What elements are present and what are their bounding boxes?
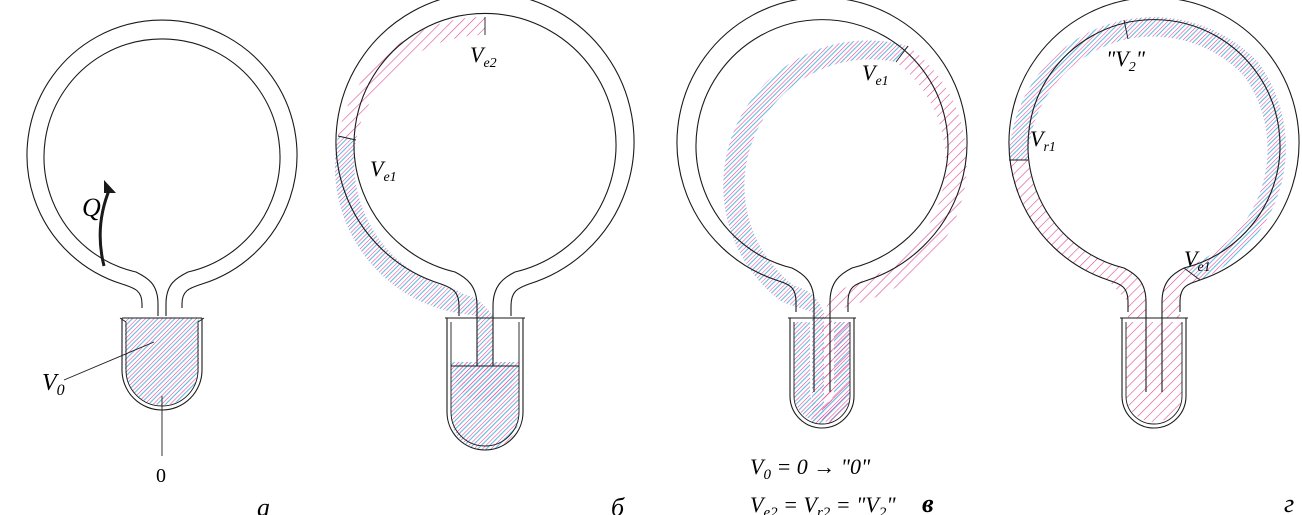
svg-text:Ve1: Ve1 xyxy=(370,156,397,185)
eq2-v2: V xyxy=(803,492,819,515)
fill-v0 xyxy=(125,318,199,405)
b-ve2-sub: e2 xyxy=(483,56,496,71)
d-v2-close: " xyxy=(1136,46,1146,71)
d-fill-vr1-top xyxy=(1009,20,1128,160)
eq2-eq2: = " xyxy=(830,492,866,515)
c-ve1-label: V xyxy=(862,60,878,85)
d-fill-u xyxy=(1126,322,1182,422)
eq2-close: " xyxy=(886,492,896,515)
b-tube-outer xyxy=(446,318,524,451)
panel-letter-a: а xyxy=(257,493,270,515)
eq2-sub2: r2 xyxy=(817,505,831,515)
panel-d: "V2" Vr1 Ve1 г xyxy=(1008,0,1300,515)
loop-outer-wall xyxy=(26,19,298,308)
d-fill-vr1 xyxy=(1009,160,1146,318)
v0-label: V xyxy=(42,370,59,396)
eq2-eq1: = xyxy=(778,492,804,515)
b-loop-inner xyxy=(353,12,617,366)
b-ve1-label: V xyxy=(370,156,386,181)
b-loop-outer xyxy=(335,0,635,316)
d-fill-right xyxy=(1184,62,1286,280)
c-fill-mixed xyxy=(723,40,908,424)
panel-a: Q V0 0 а xyxy=(26,19,298,515)
loop-inner-wall xyxy=(43,38,281,316)
d-v2-sub: 2 xyxy=(1129,60,1136,75)
b-ve1-sub: e1 xyxy=(383,170,396,185)
d-tube-inner xyxy=(1125,322,1183,425)
panel-letter-d: г xyxy=(1284,489,1294,515)
panel-letter-b: б xyxy=(611,493,625,515)
eq2-v3: V xyxy=(865,492,881,515)
v0-leader-line xyxy=(63,341,155,381)
c-fill-pink xyxy=(824,46,967,424)
eq1-rest: = 0 → "0" xyxy=(771,454,871,479)
d-tube-outer xyxy=(1121,318,1187,429)
tube-rim-right xyxy=(197,317,205,323)
panel-letter-c: в xyxy=(922,489,934,515)
svg-text:V0: V0 xyxy=(42,370,65,399)
d-boundary-right xyxy=(1183,267,1201,281)
v0-sub: 0 xyxy=(57,382,65,399)
zero-label: 0 xyxy=(156,465,166,487)
svg-text:Ve2: Ve2 xyxy=(470,42,497,71)
tube-rim-left xyxy=(119,317,127,323)
c-loop-outer xyxy=(676,0,968,312)
c-fill-u-right xyxy=(822,322,851,425)
panel-b: Ve2 Ve1 б xyxy=(334,0,635,515)
d-loop-outer xyxy=(1008,0,1300,312)
eq2-sub1: e2 xyxy=(763,505,778,515)
d-loop-inner xyxy=(1027,19,1281,392)
d-vr1-label: V xyxy=(1030,126,1046,151)
fill-ve2 xyxy=(338,16,485,140)
c-loop-inner xyxy=(695,19,949,392)
svg-text:Ve1: Ve1 xyxy=(1184,246,1211,275)
c-tube-inner xyxy=(793,322,851,425)
c-boundary xyxy=(895,45,909,63)
d-ve1-label: V xyxy=(1184,246,1200,271)
d-fill-v2 xyxy=(1124,17,1258,76)
d-vr1-sub: r1 xyxy=(1043,140,1055,155)
flow-q-label: Q xyxy=(82,193,101,222)
svg-text:V0 = 0 → "0": V0 = 0 → "0" xyxy=(750,454,871,483)
c-tube-outer xyxy=(789,318,855,429)
svg-text:Vr1: Vr1 xyxy=(1030,126,1056,155)
b-ve2-label: V xyxy=(470,42,486,67)
svg-text:"V2": "V2" xyxy=(1106,46,1146,75)
c-ve1-sub: e1 xyxy=(875,74,888,89)
d-boundary-top xyxy=(1123,19,1129,40)
eq2-v1: V xyxy=(750,492,766,515)
eq1-sub: 0 xyxy=(763,467,771,483)
d-ve1-sub: e1 xyxy=(1197,260,1210,275)
svg-text:Ve1: Ve1 xyxy=(862,60,889,89)
d-v2-open: "V xyxy=(1106,46,1131,71)
fill-b-tube xyxy=(451,362,519,450)
b-tube-inner xyxy=(450,322,520,447)
eq1-v: V xyxy=(750,454,766,479)
flow-arrowhead-icon xyxy=(104,180,116,193)
flow-arrow xyxy=(98,187,112,267)
panel-c: Ve1 V0 = 0 → "0" Ve2 = Vr2 = "V2" в xyxy=(676,0,968,515)
eq2-sub3: 2 xyxy=(879,505,887,515)
b-boundary-left xyxy=(337,135,357,141)
svg-text:Ve2 = Vr2 = "V2": Ve2 = Vr2 = "V2" xyxy=(750,492,896,515)
